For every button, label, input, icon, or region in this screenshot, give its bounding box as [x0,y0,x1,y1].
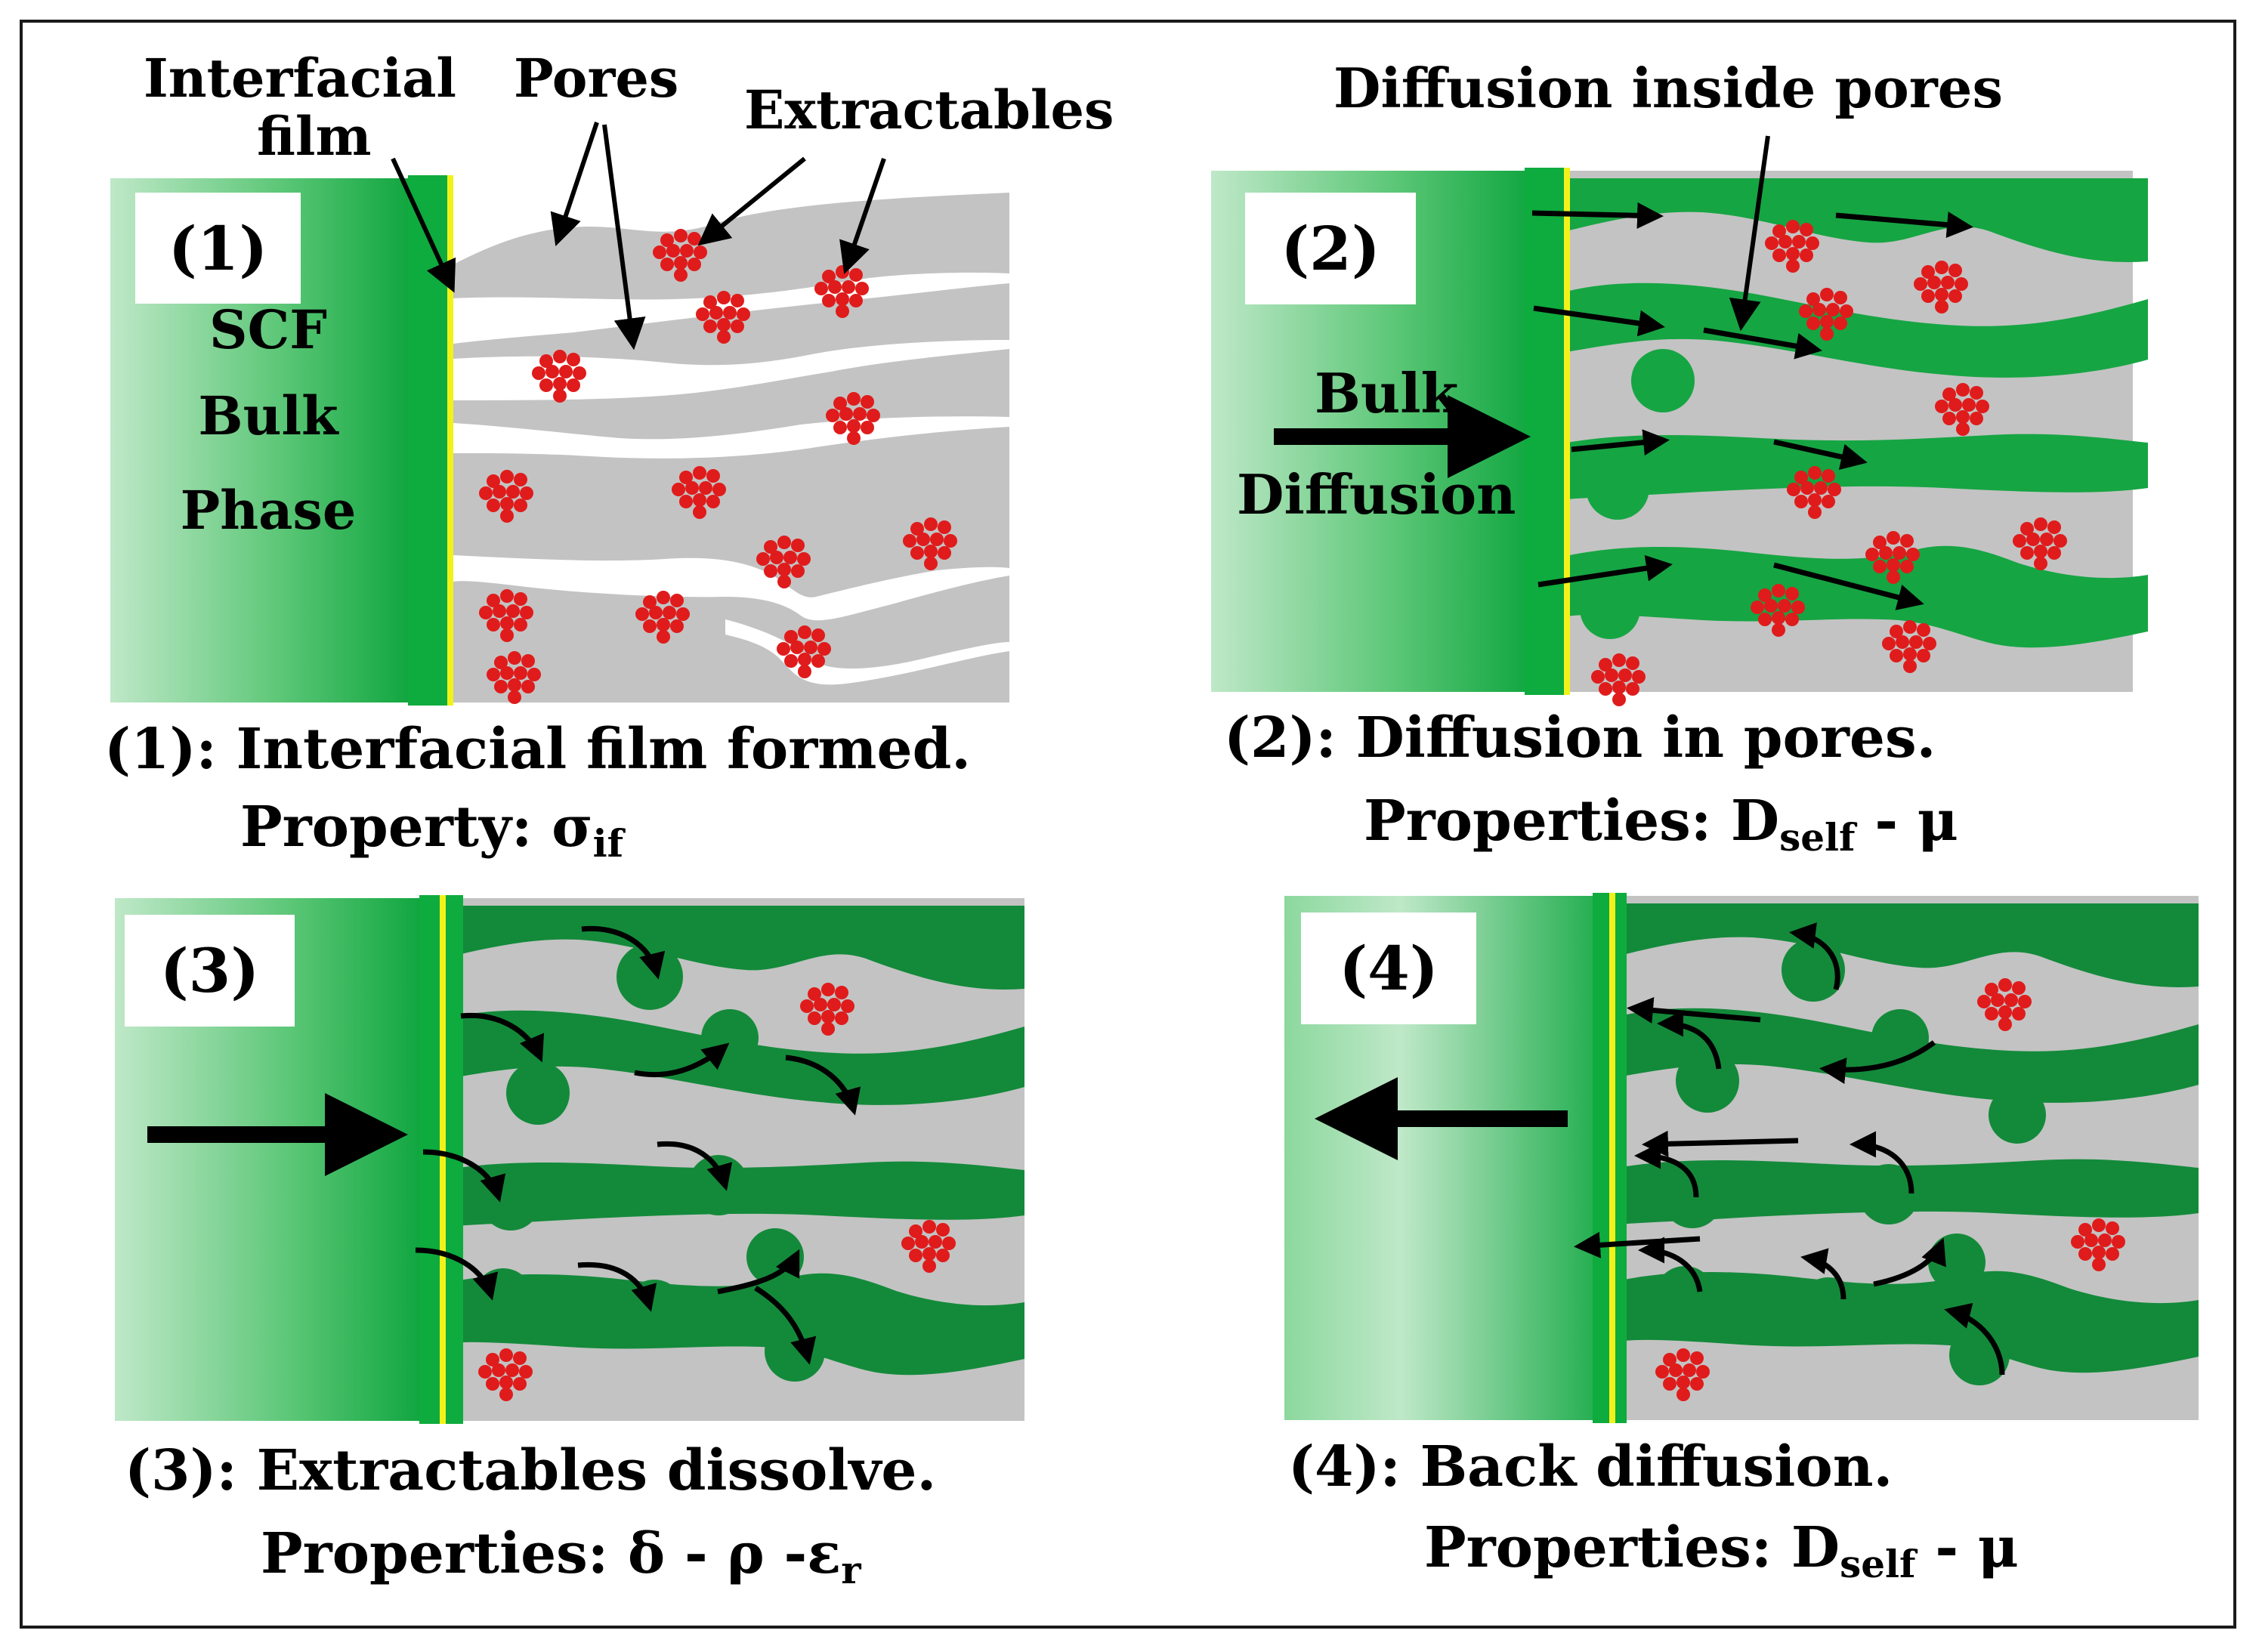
interfacial-film-band [408,175,452,706]
bulk-label-phase: Phase [181,479,357,542]
callout-extractables: Extractables [744,79,1114,141]
panel-4-property: Properties: Dself - μ [1424,1515,2019,1586]
panel-3-number: (3) [125,915,295,1027]
bulk-label-scf: SCF [209,298,327,361]
panel-2: Bulk Diffusion Diffusion inside pores [1211,56,2148,706]
panel-3 [115,895,1024,1424]
diffusion-arrows [1274,135,1973,610]
panel-1-property: Property: σif [240,795,624,866]
callout-film: film [257,105,372,168]
interfacial-film-line [447,175,453,706]
callout-pores: Pores [514,47,678,110]
callout-interfacial: Interfacial [144,47,456,110]
panel-4 [1284,893,2199,1423]
panel-2-property: Properties: Dself - μ [1364,789,1958,860]
bulk-label-bulk: Bulk [198,384,339,447]
interfacial-film-line [1609,893,1615,1423]
panel-1: SCF Bulk Phase Interfacial film Pores Ex… [110,47,1114,706]
interfacial-film-line [440,895,446,1424]
panel-3-property: Properties: δ - ρ -εr [261,1521,861,1592]
figure-frame [20,20,2236,1629]
bulk-diffusion-label-2: Diffusion [1237,462,1516,526]
panel-2-caption: (2): Diffusion in pores. [1224,706,1936,770]
panel-4-caption: (4): Back diffusion. [1288,1434,1893,1499]
interfacial-film-band [1525,168,1570,695]
bulk-diffusion-label-1: Bulk [1315,361,1460,425]
solvent-filled-pores [1566,178,2148,648]
panel-1-caption: (1): Interfacial film formed. [104,717,972,782]
panel-3-caption: (3): Extractables dissolve. [125,1438,937,1503]
panel-4-number: (4) [1301,912,1476,1024]
interfacial-film-line [1564,168,1570,695]
callout-arrows [391,122,886,350]
dissolution-arrows [147,925,861,1365]
callout-diffusion-inside-pores: Diffusion inside pores [1333,56,2003,120]
back-diffusion-arrows [1315,922,2005,1376]
panel-2-number: (2) [1245,193,1416,304]
panel-1-number: (1) [135,193,301,304]
